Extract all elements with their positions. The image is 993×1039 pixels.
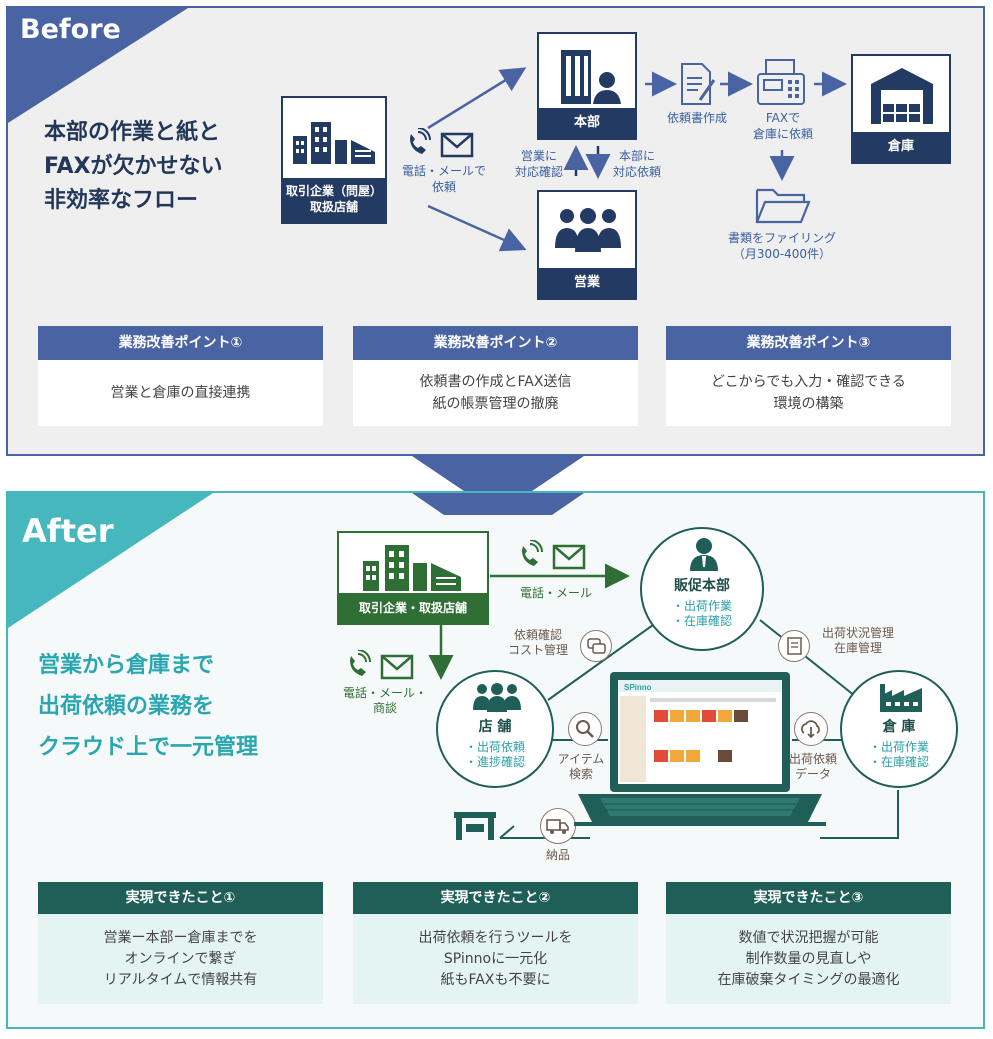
result-text: リアルタイムで情報共有 [103, 971, 258, 988]
phone-mail-icon [522, 540, 586, 570]
folder-icon [755, 188, 811, 224]
point-text: 営業と倉庫の直接連携 [110, 385, 251, 401]
cloud-download-icon [794, 712, 828, 746]
search-icon [568, 712, 602, 746]
document-edit-icon [681, 63, 716, 105]
people-icon [555, 208, 621, 252]
result-text: 在庫破棄タイミングの最適化 [717, 971, 900, 988]
result-text: 数値で状況把握が可能 [738, 929, 879, 946]
store-title: 店 舗 [478, 719, 512, 735]
person-tie-icon [690, 538, 718, 571]
warehouse-item: ・在庫確認 [868, 755, 929, 769]
before-warehouse-label: 倉庫 [853, 132, 949, 162]
result-text: 営業ー本部ー倉庫までを [103, 929, 258, 946]
delivery-label: 納品 [545, 848, 570, 862]
improvement-point-2: 業務改善ポイント② 依頼書の作成とFAX送信 紙の帳票管理の撤廃 [353, 326, 638, 426]
fax-label: FAXで 倉庫に依頼 [752, 111, 813, 141]
hq-circle: 販促本部 ・出荷作業 ・在庫確認 [640, 527, 764, 651]
warehouse-circle: 倉 庫 ・出荷作業 ・在庫確認 [840, 670, 958, 788]
improvement-point-1: 業務改善ポイント① 営業と倉庫の直接連携 [38, 326, 323, 426]
storefront-icon [454, 812, 496, 840]
fax-icon [757, 59, 805, 105]
factory-icon [880, 684, 922, 712]
point-text: どこからでも入力・確認できる [711, 374, 906, 390]
hq-title: 販促本部 [674, 578, 730, 594]
doc-create-label: 依頼書作成 [666, 111, 727, 125]
before-sales-label: 営業 [539, 268, 635, 298]
before-sales-box: 営業 [537, 190, 637, 300]
point-text: 環境の構築 [773, 396, 844, 412]
warehouse-icon [871, 68, 933, 124]
truck-icon [540, 808, 576, 844]
result-title: 実現できたこと① [38, 882, 323, 914]
before-hq-box: 本部 [537, 32, 637, 140]
phone-mail-label: 電話・メール [520, 586, 593, 600]
hq-item: ・在庫確認 [671, 614, 732, 628]
before-heading: 本部の作業と紙と FAXが欠かせない 非効率なフロー [44, 120, 223, 213]
point-title: 業務改善ポイント③ [666, 326, 951, 360]
result-text: 出荷依頼を行うツールを [418, 929, 573, 946]
after-heading: 営業から倉庫まで 出荷依頼の業務を クラウド上で一元管理 [38, 653, 259, 760]
down-arrow [412, 456, 584, 514]
office-operator-icon [561, 50, 621, 104]
after-client-label: 取引企業・取扱店舗 [339, 593, 487, 623]
req-confirm-label: 依頼確認 コスト管理 [507, 628, 568, 657]
result-2: 実現できたこと② 出荷依頼を行うツールを SPinnoに一元化 紙もFAXも不要… [353, 882, 638, 1004]
point-text: 紙の帳票管理の撤廃 [432, 396, 559, 412]
ship-data-label: 出荷依頼 データ [788, 752, 837, 781]
result-text: 制作数量の見直しや [745, 950, 872, 967]
building-icon [293, 122, 375, 164]
improvement-point-3: 業務改善ポイント③ どこからでも入力・確認できる 環境の構築 [666, 326, 951, 426]
before-warehouse-box: 倉庫 [851, 54, 951, 164]
result-title: 実現できたこと② [353, 882, 638, 914]
hq-item: ・出荷作業 [671, 599, 732, 613]
after-tag-shape [8, 493, 213, 628]
item-search-label: アイテム 検索 [557, 752, 605, 781]
clipboard-icon [778, 630, 810, 662]
before-arrows [427, 67, 847, 252]
hq-to-sales-label: 本部に 対応依頼 [612, 149, 661, 179]
result-text: オンラインで繋ぎ [124, 950, 237, 967]
result-text: SPinnoに一元化 [443, 950, 548, 967]
before-tag: Before [20, 14, 121, 45]
people-icon [473, 683, 521, 712]
sales-to-hq-label: 営業に 対応確認 [514, 149, 563, 179]
before-client-box: 取引企業（問屋） 取扱店舗 [281, 96, 387, 224]
chat-icon [580, 630, 612, 662]
result-3: 実現できたこと③ 数値で状況把握が可能 制作数量の見直しや 在庫破棄タイミングの… [666, 882, 951, 1004]
result-text: 紙もFAXも不要に [440, 971, 551, 988]
warehouse-title: 倉 庫 [882, 719, 916, 735]
laptop-icon: SPinno [574, 672, 826, 826]
store-circle: 店 舗 ・出荷依頼 ・進捗確認 [436, 670, 554, 788]
laptop-brand: SPinno [624, 683, 652, 692]
building-icon [363, 545, 461, 591]
filing-label: 書類をファイリング （月300-400件） [727, 231, 836, 261]
ship-status-label: 出荷状況管理 在庫管理 [821, 626, 894, 655]
after-tag: After [22, 512, 114, 550]
point-title: 業務改善ポイント① [38, 326, 323, 360]
before-client-line1: 取引企業（問屋） [285, 184, 382, 198]
result-title: 実現できたこと③ [666, 882, 951, 914]
before-client-line2: 取扱店舗 [309, 200, 358, 214]
point-title: 業務改善ポイント② [353, 326, 638, 360]
warehouse-item: ・出荷作業 [868, 740, 929, 754]
store-item: ・出荷依頼 [464, 740, 525, 754]
phone-mail-meeting-label: 電話・メール・ 商談 [342, 686, 427, 715]
phone-mail-icon-2 [350, 650, 414, 680]
result-1: 実現できたこと① 営業ー本部ー倉庫までを オンラインで繋ぎ リアルタイムで情報共… [38, 882, 323, 1004]
before-tag-shape [8, 8, 188, 123]
arrow-overlap [412, 493, 584, 515]
store-item: ・進捗確認 [464, 755, 525, 769]
before-contact-label: 電話・メールで 依頼 [401, 164, 486, 194]
after-client-box: 取引企業・取扱店舗 [337, 531, 489, 625]
before-hq-label: 本部 [539, 108, 635, 138]
phone-mail-icon [410, 128, 474, 158]
point-text: 依頼書の作成とFAX送信 [419, 374, 572, 390]
